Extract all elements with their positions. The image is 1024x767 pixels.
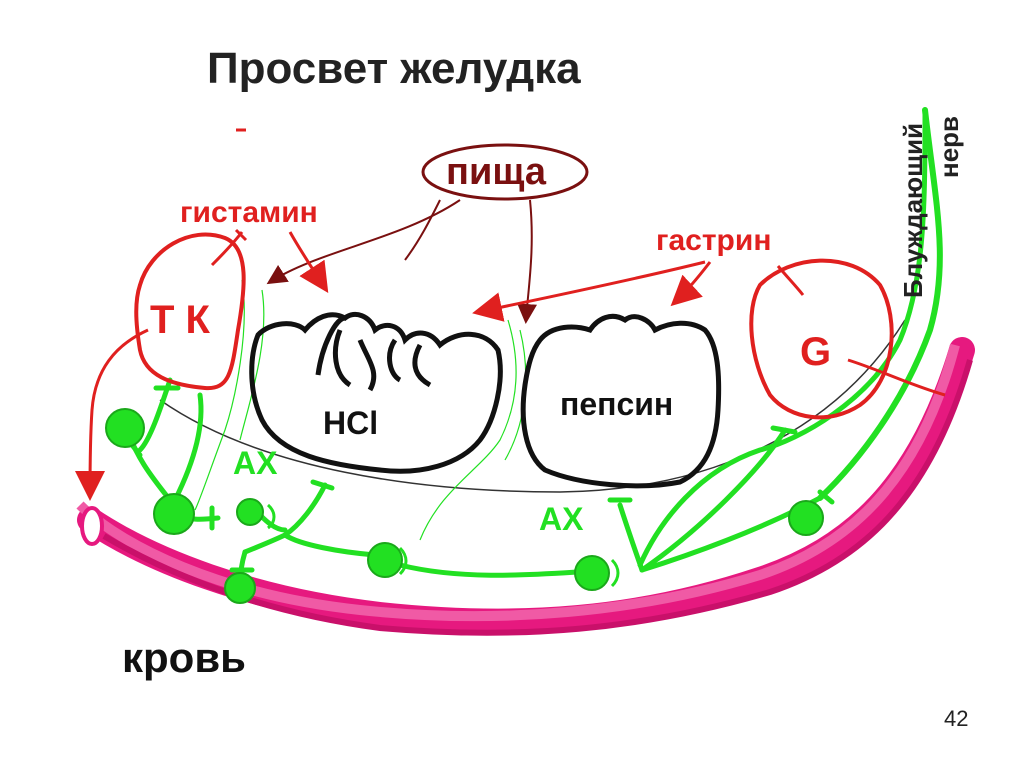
hcl-label: HCl (323, 405, 378, 441)
page-number: 42 (944, 706, 968, 731)
neuron-6 (575, 556, 609, 590)
vagus-label-line2: нерв (934, 116, 964, 178)
g-cell-label: G (800, 330, 831, 374)
histamine-label: гистамин (180, 196, 318, 229)
pepsin-label: пепсин (560, 386, 673, 422)
neuron-7 (789, 501, 823, 535)
neuron-1 (106, 409, 144, 447)
neuron-5 (368, 543, 402, 577)
vagus-label-line1: Блуждающий (898, 123, 928, 298)
ach-label-left: АХ (233, 445, 278, 481)
tk-label: Т К (150, 298, 211, 342)
ach-label-right: АХ (539, 501, 584, 537)
neuron-2 (154, 494, 194, 534)
title: Просвет желудка (207, 44, 581, 93)
food-label: пища (446, 151, 547, 193)
neuron-4 (225, 573, 255, 603)
gastrin-label: гастрин (656, 224, 771, 257)
blood-label: кровь (122, 634, 246, 681)
neuron-3 (237, 499, 263, 525)
hcl-cell-outline (252, 314, 501, 471)
